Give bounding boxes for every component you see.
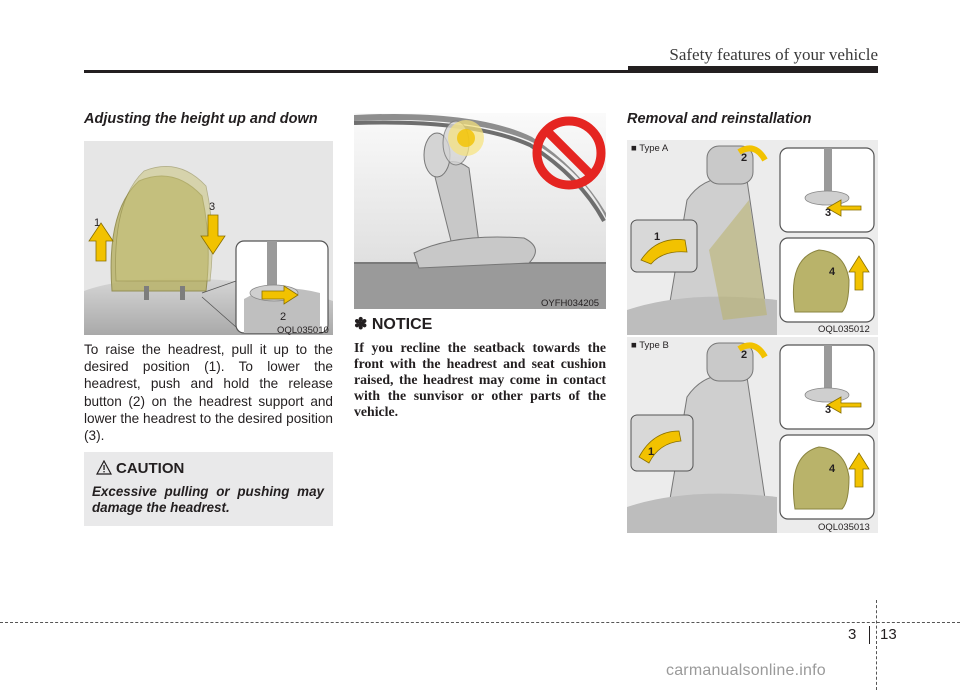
section-heading-height: Adjusting the height up and down xyxy=(84,111,318,127)
header-tab xyxy=(628,66,878,73)
caution-text: Excessive pulling or pushing may damage … xyxy=(92,484,324,515)
type-a-label: ■ Type A xyxy=(631,143,669,154)
notice-symbol-icon: ✽ xyxy=(354,316,368,333)
height-instructions: To raise the headrest, pull it up to the… xyxy=(84,342,333,444)
type-b-illustration xyxy=(627,337,878,533)
figure-code-left: OQL035010 xyxy=(277,325,329,336)
chapter-number: 3 xyxy=(848,626,857,643)
page-divider xyxy=(869,626,870,644)
figure-headrest-height: 1 2 3 xyxy=(84,141,333,335)
page-number: 13 xyxy=(880,626,897,643)
type-b-callout-3: 3 xyxy=(825,404,832,416)
running-header: Safety features of your vehicle xyxy=(669,45,878,64)
recline-illustration xyxy=(354,113,606,309)
footer-rule xyxy=(0,622,960,623)
callout-3: 3 xyxy=(209,201,216,213)
section-heading-removal: Removal and reinstallation xyxy=(627,111,812,127)
type-a-callout-3: 3 xyxy=(825,207,832,219)
watermark: carmanualsonline.info xyxy=(666,662,826,679)
caution-title: CAUTION xyxy=(116,460,185,477)
type-a-callout-2: 2 xyxy=(741,152,748,164)
footer-vertical-rule xyxy=(876,600,877,690)
type-a-illustration xyxy=(627,140,878,335)
figure-code-middle: OYFH034205 xyxy=(541,298,600,309)
figure-type-a: ■ Type A 1 2 3 4 xyxy=(627,140,878,335)
callout-2: 2 xyxy=(280,311,287,323)
figure-type-b: ■ Type B 1 2 3 4 xyxy=(627,337,878,533)
header-rule xyxy=(84,70,878,73)
notice-text: If you recline the seatback towards the … xyxy=(354,340,606,419)
type-b-callout-4: 4 xyxy=(829,463,836,475)
notice-title-text: NOTICE xyxy=(371,316,433,333)
figure-code-type-b: OQL035013 xyxy=(818,522,870,533)
warning-triangle-icon xyxy=(96,460,112,475)
figure-recline-warning xyxy=(354,113,606,309)
notice-title: ✽ NOTICE xyxy=(354,314,432,334)
callout-1: 1 xyxy=(94,217,101,229)
figure-code-type-a: OQL035012 xyxy=(818,324,870,335)
type-b-callout-2: 2 xyxy=(741,349,748,361)
type-a-callout-1: 1 xyxy=(654,231,661,243)
caution-box: CAUTION Excessive pulling or pushing may… xyxy=(84,452,333,526)
type-b-label: ■ Type B xyxy=(631,340,669,351)
type-b-callout-1: 1 xyxy=(648,446,655,458)
headrest-height-illustration xyxy=(84,141,333,335)
type-a-callout-4: 4 xyxy=(829,266,836,278)
